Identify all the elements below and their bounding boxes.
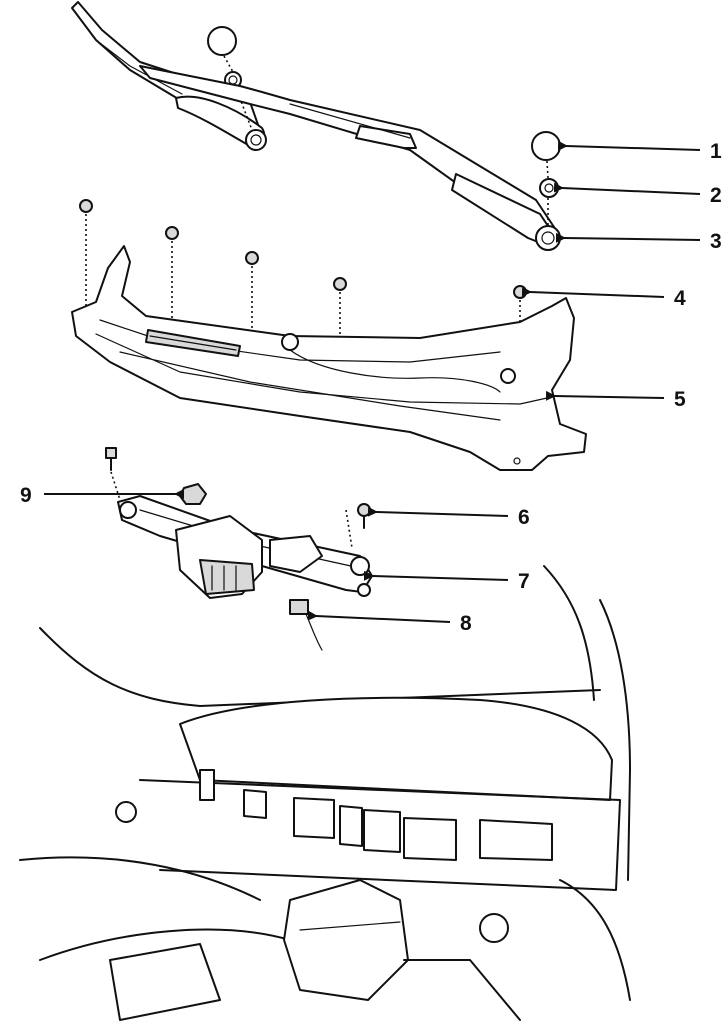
callout-7: 7	[363, 570, 530, 593]
callout-label-3: 3	[710, 230, 722, 253]
callout-label-4: 4	[674, 287, 686, 310]
callout-6: 6	[367, 506, 530, 529]
callout-3: 3	[555, 230, 722, 253]
callout-label-6: 6	[518, 506, 530, 529]
linkage-bolt-6	[345, 503, 371, 549]
callout-label-2: 2	[710, 184, 722, 207]
left-arm-cap	[207, 26, 237, 56]
callout-2: 2	[553, 182, 722, 207]
wiring-connector	[289, 599, 323, 651]
callout-label-7: 7	[518, 570, 530, 593]
callout-label-9: 9	[20, 484, 32, 507]
linkage-bolt-left	[105, 447, 121, 501]
callout-1: 1	[557, 140, 722, 163]
engine-bay	[19, 565, 631, 1021]
callout-4: 4	[521, 286, 686, 310]
screw-set	[79, 199, 527, 458]
callout-9: 9	[20, 484, 184, 507]
callout-8: 8	[307, 610, 472, 635]
callout-label-1: 1	[710, 140, 722, 163]
left-arm-pivot	[245, 129, 267, 151]
right-arm-pivot	[535, 225, 561, 251]
right-arm-nut	[539, 178, 559, 198]
wiper-linkage	[117, 495, 373, 599]
callout-label-5: 5	[674, 388, 686, 411]
linkage-nut-9	[179, 483, 207, 505]
cowl-panel	[71, 245, 587, 471]
right-arm-cap	[531, 131, 561, 161]
callout-5: 5	[545, 388, 686, 411]
callout-label-8: 8	[460, 612, 472, 635]
